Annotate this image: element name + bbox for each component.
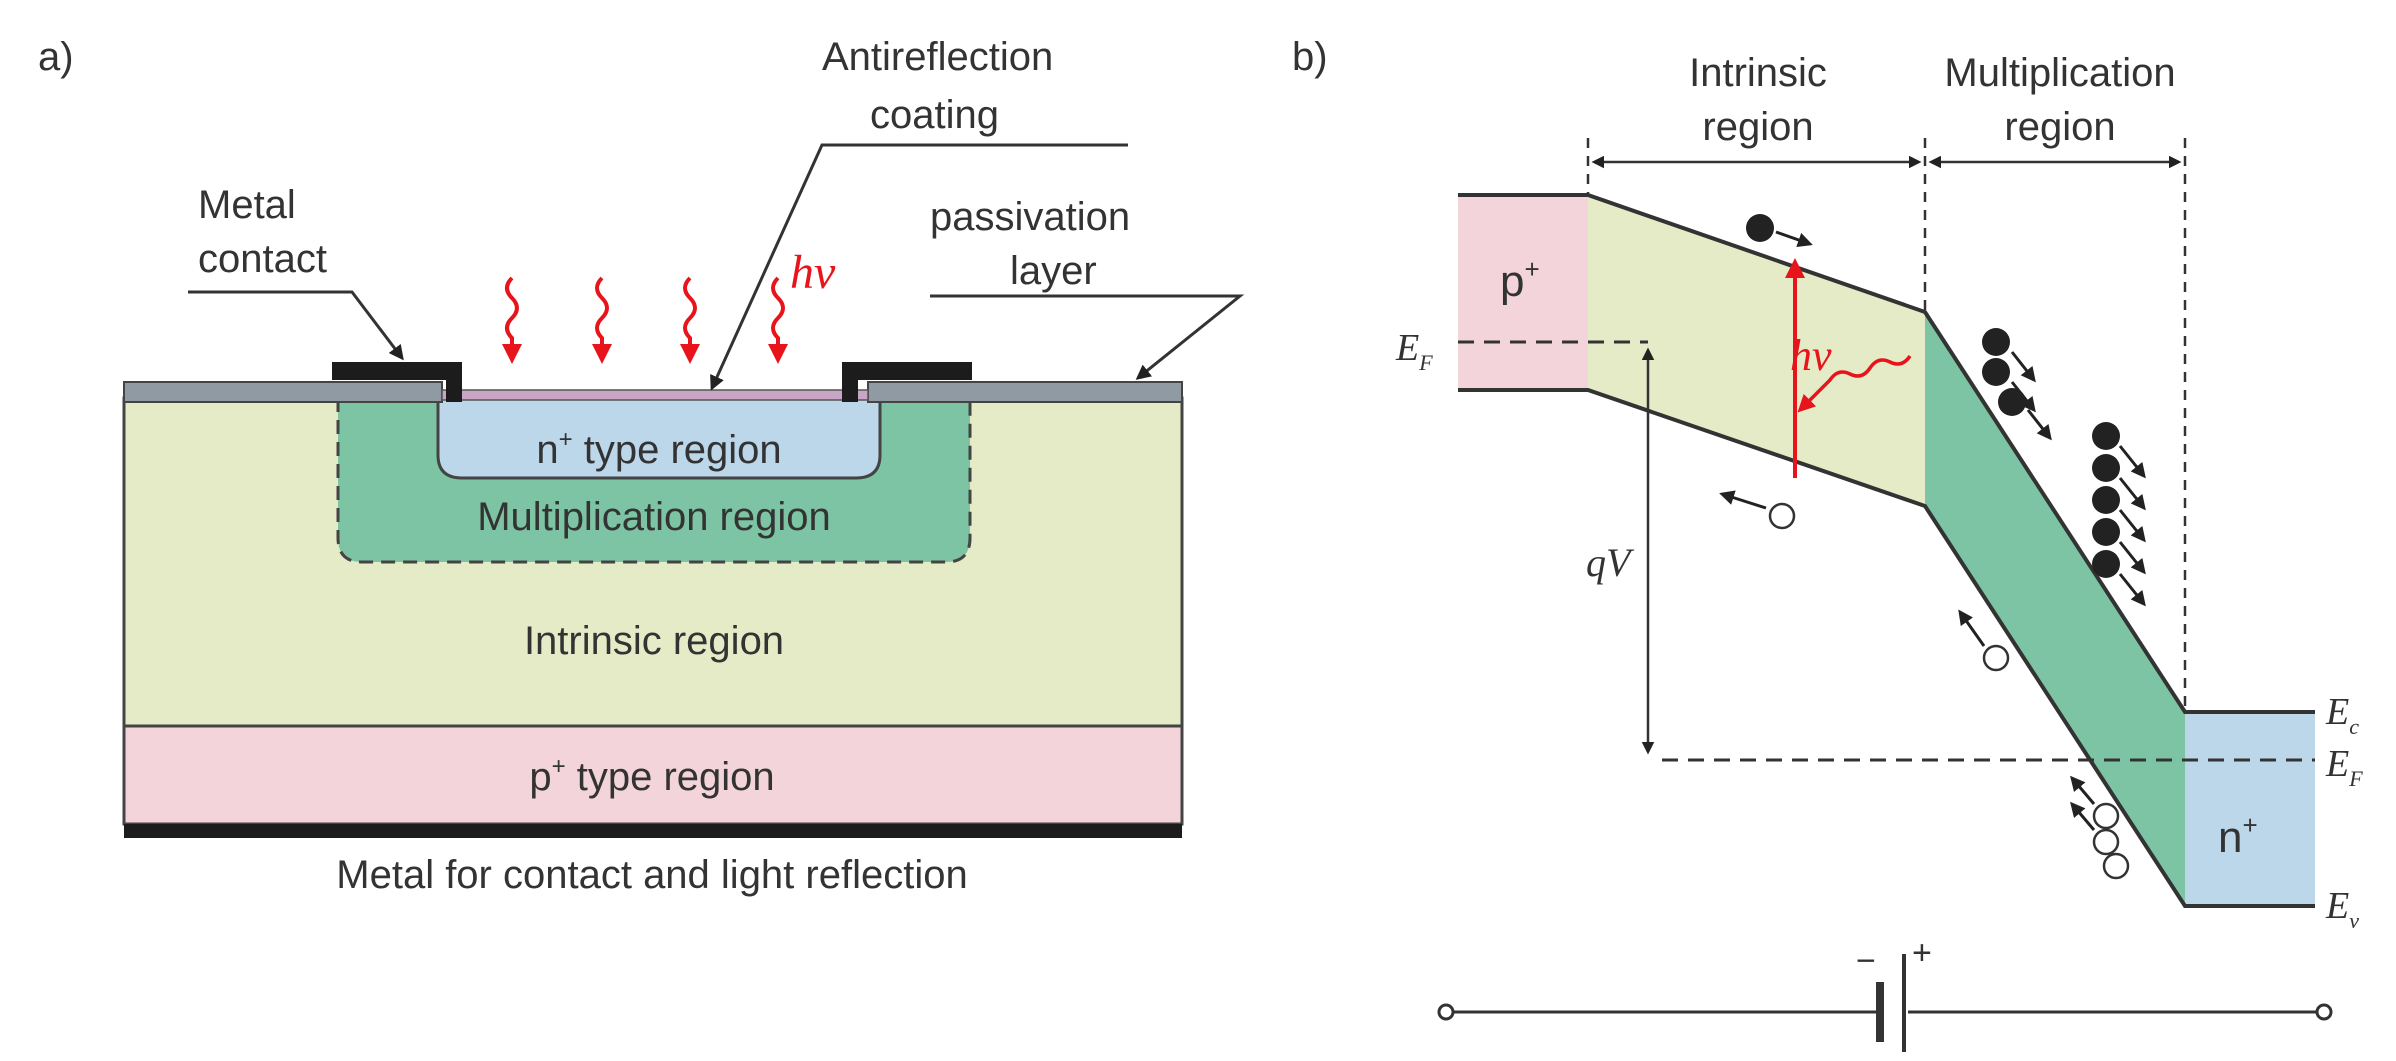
intrinsic-region-label-b-line2: region — [1702, 105, 1813, 149]
antireflection-layer — [441, 389, 869, 401]
p-type-region-label: p+ type region — [529, 753, 774, 799]
p-plus-label: p+ — [1500, 254, 1540, 306]
bottom-metal-layer — [124, 824, 1182, 838]
electrons — [1746, 214, 2146, 607]
conduction-band-label: Ec — [2325, 691, 2359, 739]
battery-plus-label: + — [1912, 934, 1932, 972]
battery-minus-label: − — [1856, 942, 1876, 980]
intrinsic-region-label: Intrinsic region — [524, 619, 784, 663]
metal-contact-label-line1: Metal — [198, 183, 296, 227]
multiplication-region-label-b-line1: Multiplication — [1944, 51, 2175, 95]
panel-b: b) Intrinsic region Multiplication regio… — [1292, 35, 2363, 1052]
n-type-region-label: n+ type region — [536, 426, 781, 472]
passivation-layer-left — [123, 381, 443, 403]
hole-arrows — [1719, 490, 2096, 831]
antireflection-leader — [710, 143, 1128, 391]
qv-label: qV — [1586, 540, 1635, 585]
metal-contact-label-line2: contact — [198, 237, 327, 281]
multiplication-band-region — [1925, 312, 2185, 906]
photon-energy-label-a: hν — [790, 246, 836, 299]
passivation-label-line1: passivation — [930, 195, 1130, 239]
fermi-level-left-label: EF — [1395, 327, 1433, 375]
panel-b-label: b) — [1292, 35, 1328, 79]
antireflection-label-line1: Antireflection — [822, 35, 1053, 79]
conduction-band-edge — [1458, 193, 2315, 714]
fermi-level-right-label: EF — [2325, 743, 2363, 791]
intrinsic-region-label-b-line1: Intrinsic — [1689, 51, 1827, 95]
metal-contact-leader — [188, 290, 404, 361]
photon-energy-label-b: hν — [1790, 331, 1832, 380]
antireflection-label-line2: coating — [870, 93, 999, 137]
metal-contact-right — [842, 362, 972, 402]
multiplication-region-label: Multiplication region — [477, 495, 831, 539]
n-plus-label: n+ — [2218, 810, 2258, 862]
passivation-label-line2: layer — [1010, 249, 1097, 293]
bias-circuit — [1437, 954, 2333, 1052]
metal-contact-left — [332, 362, 462, 402]
n-type-region — [436, 396, 882, 480]
multiplication-region-label-b-line2: region — [2004, 105, 2115, 149]
n-plus-band-region — [2185, 712, 2315, 906]
incoming-photon — [1797, 354, 1912, 413]
valence-band-edge — [1458, 388, 2315, 908]
passivation-layer-right — [867, 381, 1183, 403]
panel-a: a) hν Antireflection coating Metal — [38, 35, 1245, 897]
passivation-leader — [930, 294, 1245, 380]
incident-photons — [502, 276, 788, 364]
holes — [1768, 502, 2130, 880]
valence-band-label: Ev — [2325, 885, 2359, 933]
intrinsic-band-region — [1588, 195, 1925, 506]
p-type-layer — [122, 724, 1184, 826]
panel-a-label: a) — [38, 35, 74, 79]
metal-bottom-label: Metal for contact and light reflection — [336, 853, 967, 897]
